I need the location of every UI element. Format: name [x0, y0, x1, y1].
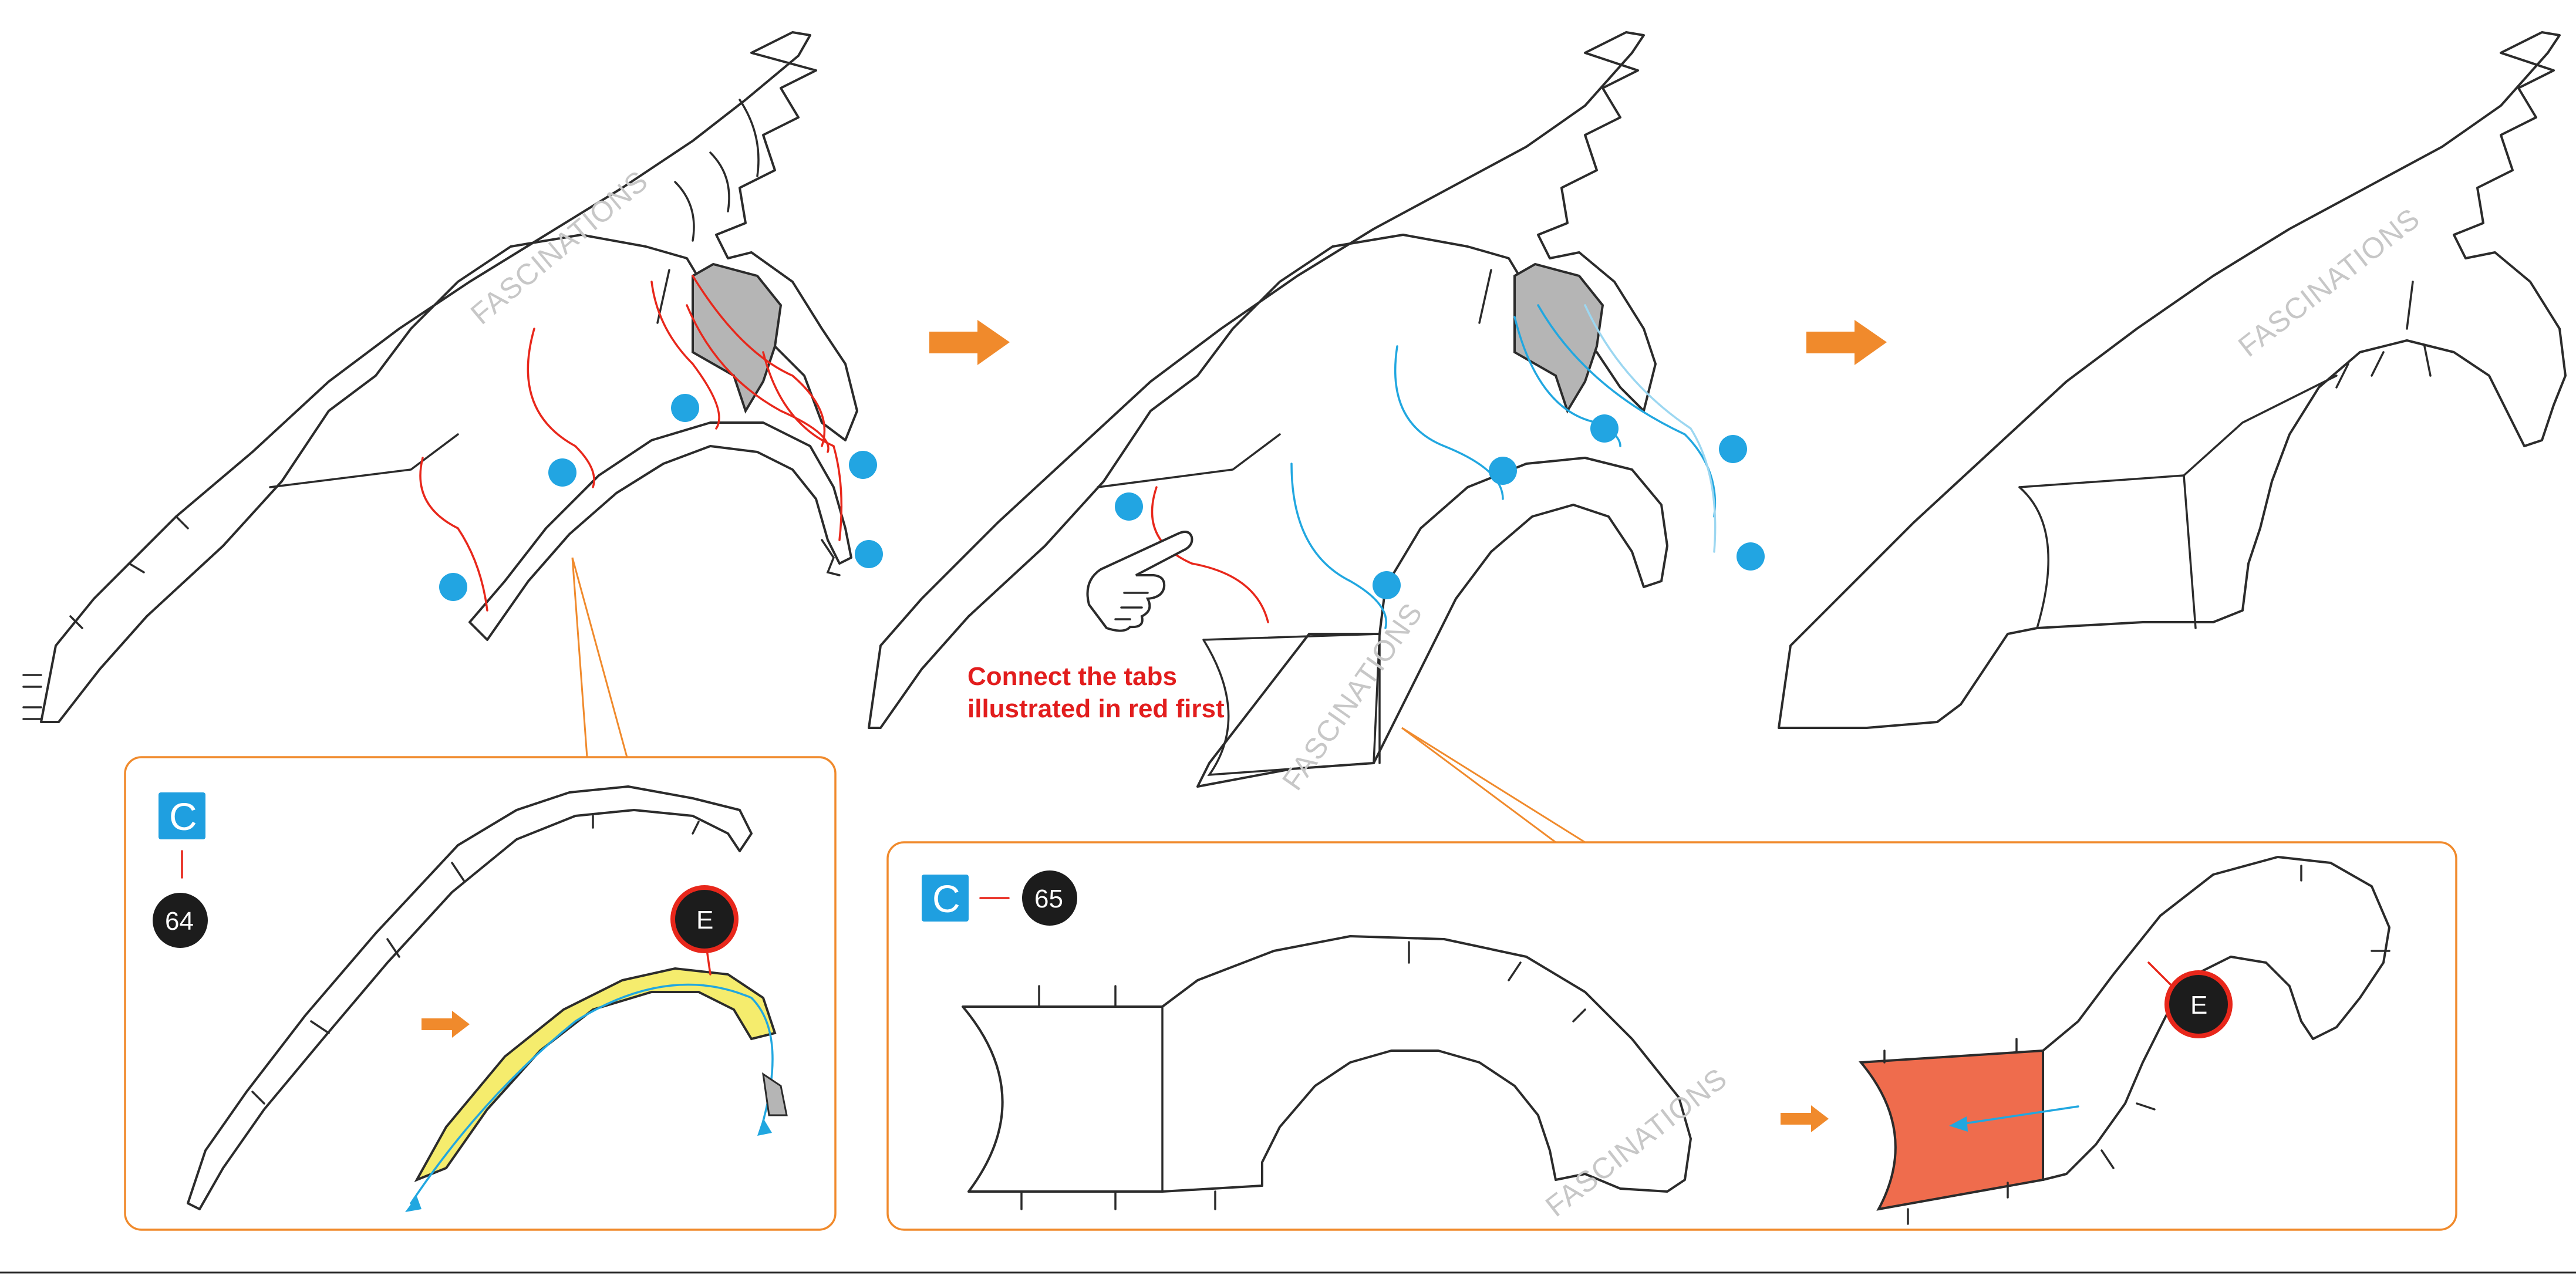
connection-dot-icon — [671, 394, 699, 422]
instruction-line-2: illustrated in red first — [967, 694, 1225, 723]
step-1-assembly: FASCINATIONS — [23, 32, 883, 722]
step-arrow-icon — [1781, 1105, 1829, 1132]
connection-dot-icon — [1373, 571, 1401, 599]
connection-dot-icon — [1590, 414, 1619, 443]
step-2-assembly: Connect the tabs illustrated in red firs… — [869, 32, 1765, 796]
part-number: 65 — [1034, 885, 1063, 913]
step-arrow-icon — [422, 1011, 470, 1038]
instruction-line-1: Connect the tabs — [967, 662, 1177, 691]
step-3-assembly: FASCINATIONS — [1779, 32, 2565, 728]
connection-dot-icon — [855, 540, 883, 568]
connection-dot-icon — [439, 573, 467, 601]
connection-dot-icon — [1115, 492, 1143, 521]
connection-dot-icon — [1737, 542, 1765, 571]
step-arrow-icon — [1806, 320, 1887, 365]
connection-dot-icon — [1489, 457, 1517, 485]
connection-dot-icon — [548, 458, 576, 487]
detail-panel-part-65: C 65 E FASCINATIONS — [888, 728, 2456, 1230]
pointing-hand-icon — [1088, 532, 1192, 631]
connection-dot-icon — [1719, 435, 1747, 463]
connection-dot-icon — [849, 451, 877, 479]
glue-label: E — [2190, 991, 2207, 1020]
detail-panel-part-64: C 64 E — [125, 558, 835, 1230]
watermark: FASCINATIONS — [464, 164, 654, 330]
part-number: 64 — [165, 907, 194, 936]
part-letter: C — [932, 877, 960, 920]
part-letter: C — [169, 795, 197, 838]
glue-label: E — [696, 906, 713, 934]
step-arrow-icon — [929, 320, 1010, 365]
